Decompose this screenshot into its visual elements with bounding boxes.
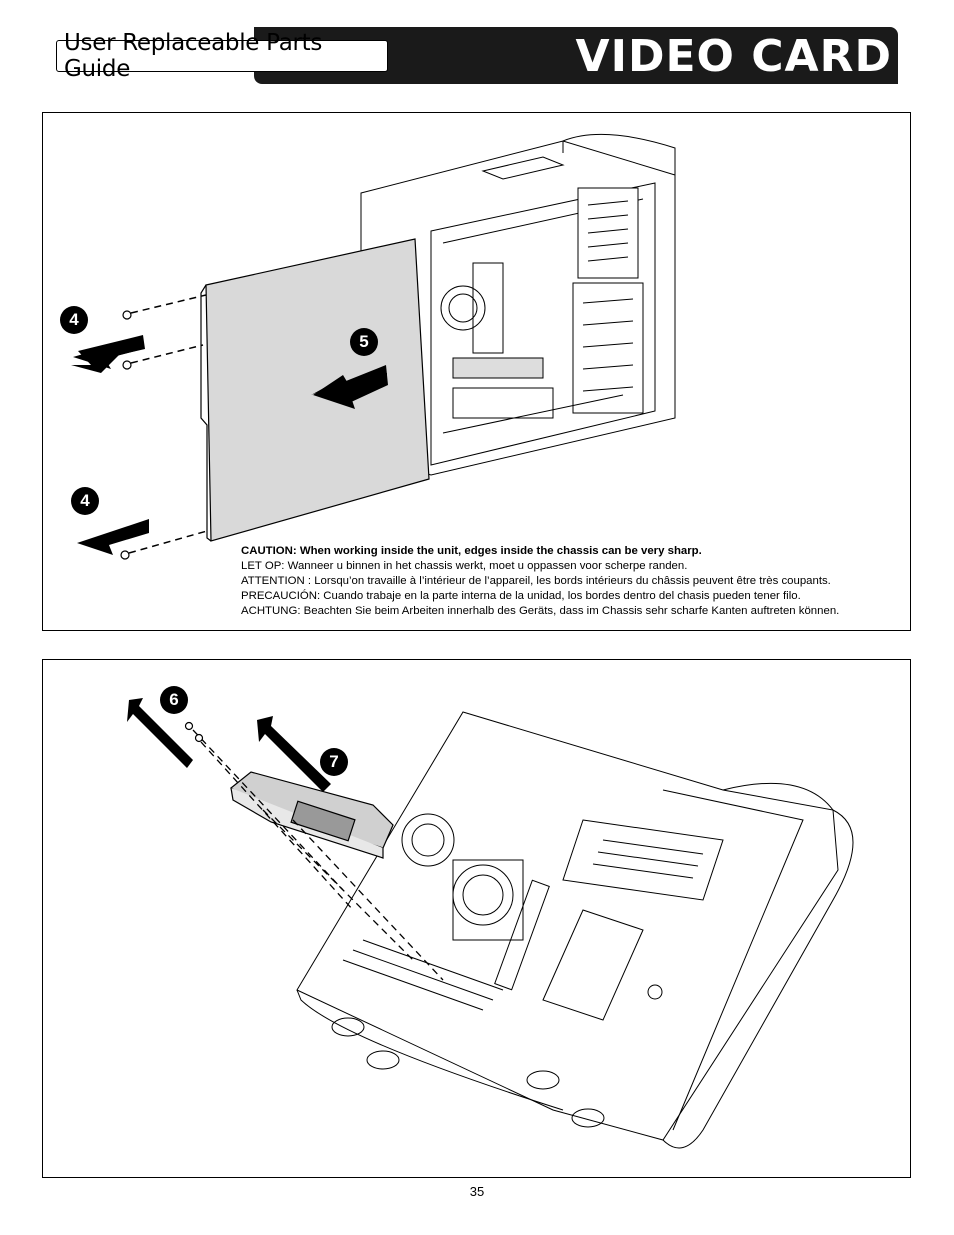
- caution-dutch: LET OP: Wanneer u binnen in het chassis …: [241, 560, 688, 572]
- guide-title: User Replaceable Parts Guide: [56, 30, 388, 82]
- caution-spanish: PRECAUCIÓN: Cuando trabaje en la parte i…: [241, 590, 801, 602]
- caution-german: ACHTUNG: Beachten Sie beim Arbeiten inne…: [241, 605, 840, 617]
- callout-step-4-bottom: 4: [71, 487, 99, 515]
- video-card-removal-illustration: [127, 698, 854, 1149]
- side-panel-removal-figure: 4 5 4 CAUTION: When working inside the u…: [42, 112, 911, 631]
- section-title: VIDEO CARD: [575, 31, 892, 82]
- caution-french: ATTENTION : Lorsqu’on travaille à l’inté…: [241, 575, 831, 587]
- callout-step-5: 5: [350, 328, 378, 356]
- video-card-removal-figure: 6 7: [42, 659, 911, 1178]
- page-number: 35: [469, 1184, 485, 1199]
- caution-english: CAUTION: When working inside the unit, e…: [241, 545, 702, 557]
- caution-notice: CAUTION: When working inside the unit, e…: [241, 544, 907, 619]
- callout-step-4-top: 4: [60, 306, 88, 334]
- callout-step-6: 6: [160, 686, 188, 714]
- callout-step-7: 7: [320, 748, 348, 776]
- side-panel-removal-illustration: [71, 134, 676, 560]
